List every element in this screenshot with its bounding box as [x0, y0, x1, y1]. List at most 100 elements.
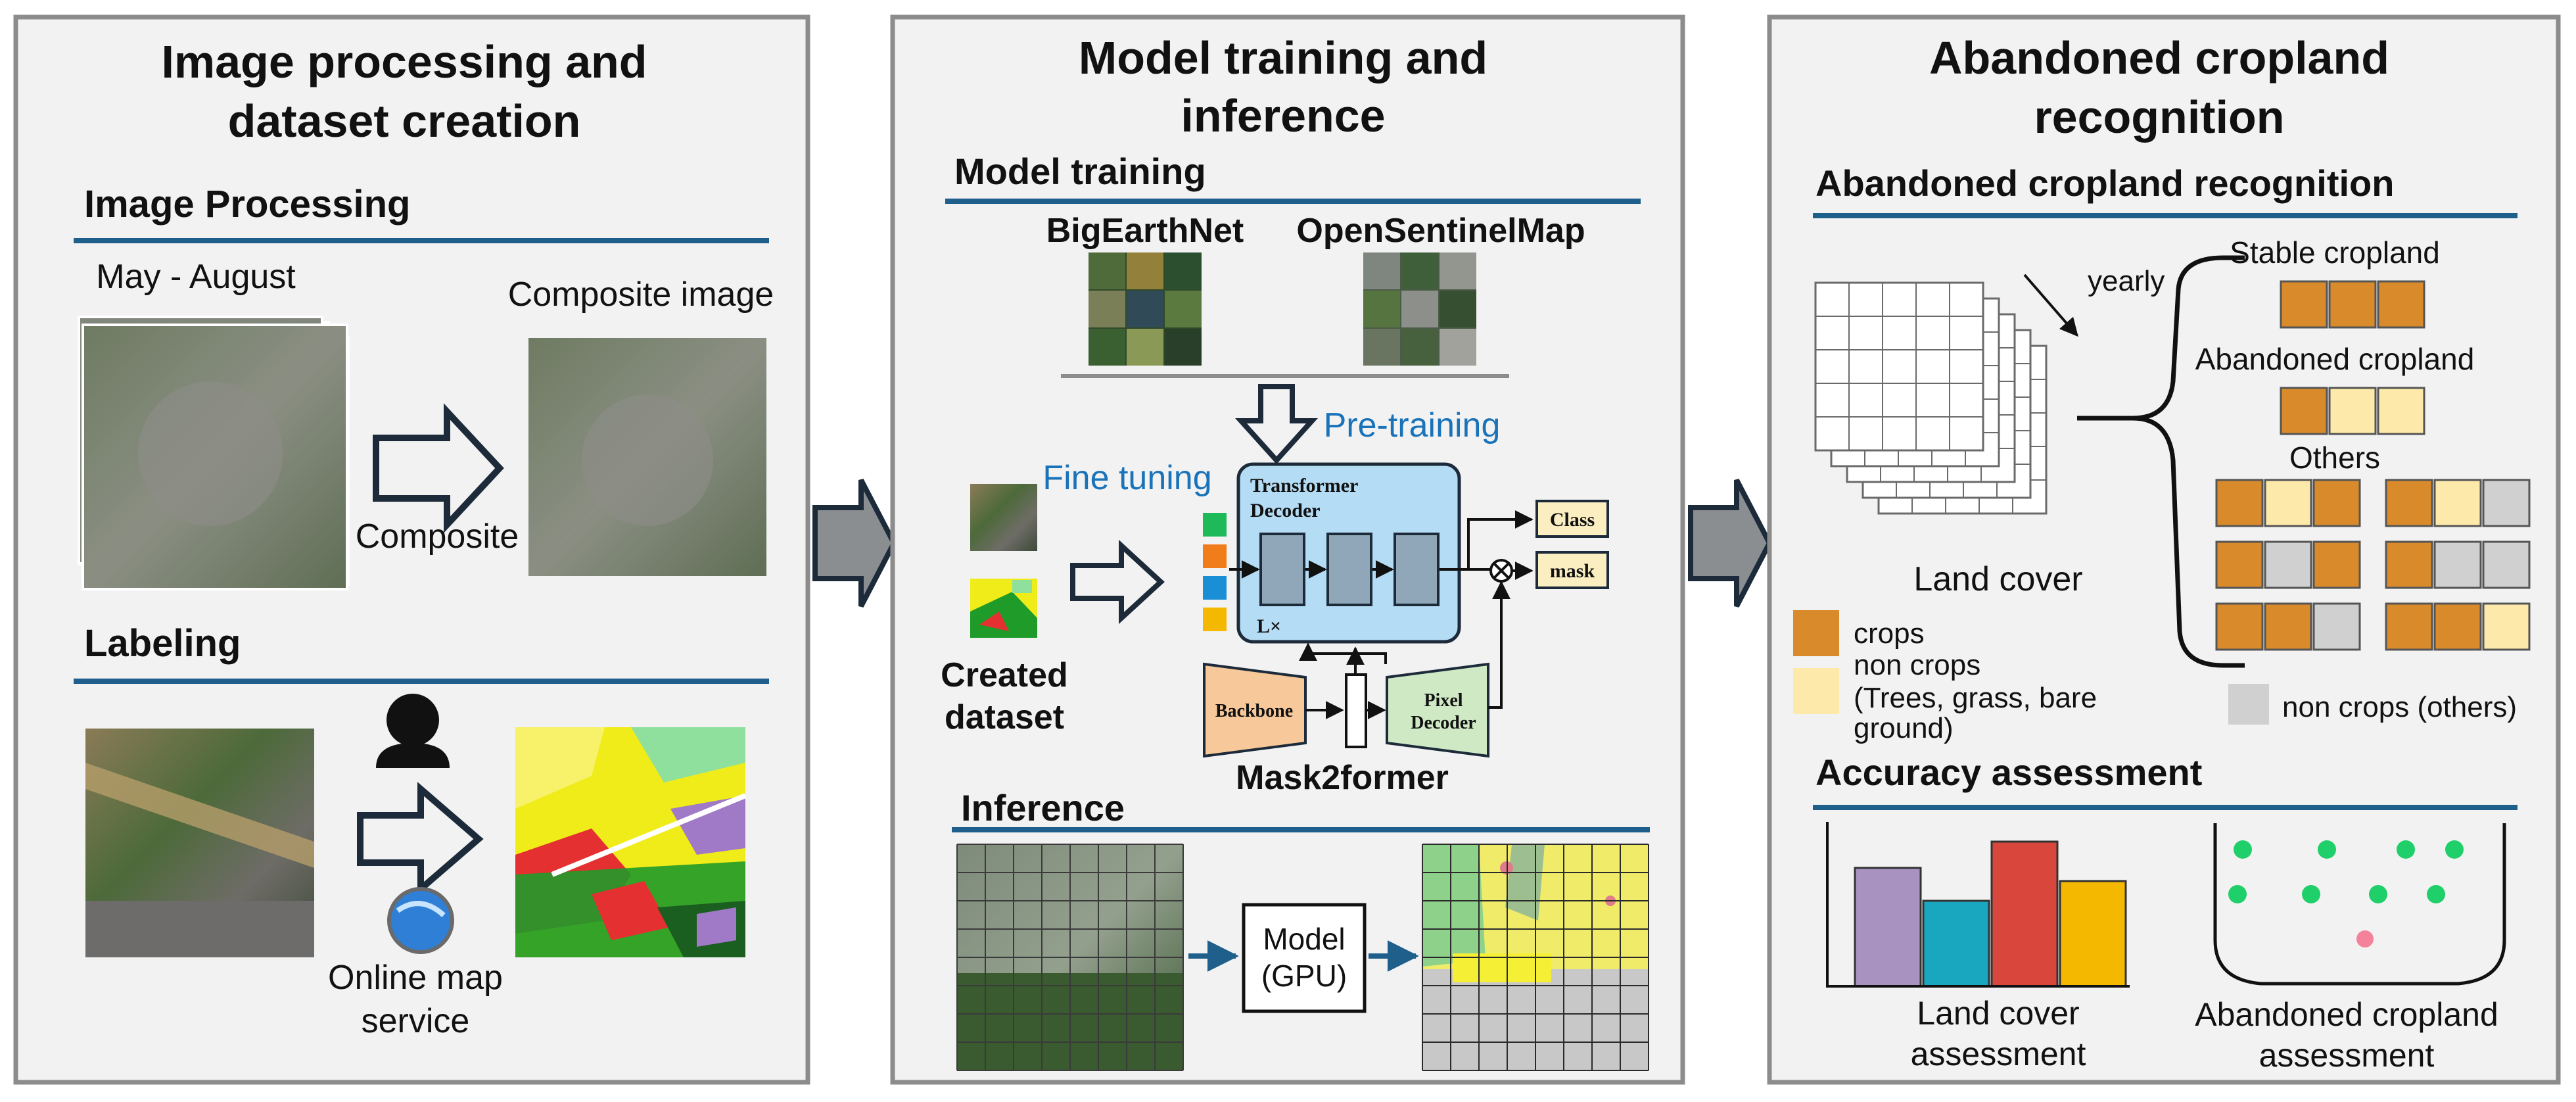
stable-label: Stable cropland: [2230, 235, 2440, 270]
pixel-decoder-label: Decoder: [1411, 713, 1476, 733]
image-stack: [78, 316, 350, 590]
dataset-label: BigEarthNet: [1046, 212, 1244, 250]
pixel-decoder-label: Pixel: [1424, 690, 1463, 711]
stable-sequence: [2280, 280, 2425, 329]
land-cover-layer: [1814, 281, 1984, 452]
lc-assessment-label: Land cover: [1917, 995, 2079, 1032]
layers-label: L×: [1257, 615, 1281, 637]
decoder-layer: [1393, 533, 1440, 606]
backbone-label: Backbone: [1215, 701, 1293, 721]
legend-noncrops: (Trees, grass, bare: [1854, 682, 2097, 714]
abandoned-sequence: [2280, 387, 2425, 435]
ab-assessment-label: assessment: [2259, 1037, 2435, 1074]
decoder-layer: [1326, 533, 1372, 606]
sequence-cell-others: [2433, 540, 2482, 589]
label-map-image: [515, 727, 747, 957]
decoder-label: Decoder: [1250, 500, 1321, 521]
ab-assessment-label: Abandoned cropland: [2195, 996, 2498, 1033]
sequence-cell-crops: [2215, 479, 2264, 527]
assessment-bowl: [2213, 823, 2506, 986]
legend-crops: crops: [1854, 617, 1925, 650]
accuracy-bar: [1922, 899, 1990, 988]
composite-image-label: Composite image: [508, 276, 774, 314]
person-icon: [376, 694, 450, 768]
sequence-cell-crops: [2215, 540, 2264, 589]
sequence-cell-non-crops: [2377, 387, 2425, 435]
panel-model-training: Model training and inference Model train…: [890, 14, 1685, 1085]
assessment-points: [2228, 840, 2464, 947]
section-heading: Model training: [954, 151, 1206, 192]
sequence-cell-others: [2264, 540, 2312, 589]
land-cover-label: Land cover: [1913, 560, 2082, 598]
class-output-box: [1535, 500, 1609, 538]
bigearthnet-thumbnails: [1089, 252, 1202, 366]
sequence-cell-crops: [2433, 602, 2482, 651]
pixel-decoder-block: [1386, 662, 1489, 758]
others-label: Others: [2289, 441, 2380, 475]
globe-icon: [387, 887, 454, 954]
flow-arrow: [1688, 479, 1773, 608]
inference-input-grid: [956, 844, 1184, 1071]
panel-title: recognition: [2034, 91, 2284, 143]
abandoned-label: Abandoned cropland: [2195, 342, 2475, 376]
class-label: Class: [1550, 509, 1595, 531]
model-gpu-label: Model: [1263, 922, 1345, 956]
others-sequences: [2215, 479, 2531, 651]
panel-title: Image processing and: [161, 36, 647, 87]
model-name-label: Mask2former: [1236, 759, 1449, 797]
legend-others: non crops (others): [2282, 691, 2517, 723]
date-range-label: May - August: [96, 258, 296, 296]
backbone-block: [1203, 662, 1307, 758]
chart-axes: [1826, 822, 2130, 988]
labeling-satellite-image: [85, 729, 314, 957]
sequence-cell-crops: [2328, 280, 2377, 329]
composite-arrow: [373, 403, 504, 533]
accuracy-bar: [1854, 867, 1922, 988]
land-cover-assessment-chart: [1854, 840, 2127, 988]
legend-others-swatch: [2228, 684, 2269, 725]
online-map-label: Online map: [328, 959, 503, 997]
sequence-cell-crops: [2312, 479, 2361, 527]
sequence-cell-non-crops: [2482, 602, 2531, 651]
composite-arrow-label: Composite: [356, 517, 519, 556]
mask-label: mask: [1550, 560, 1595, 582]
pretraining-label: Pre-training: [1324, 406, 1501, 444]
sequence-cell-crops: [2385, 540, 2433, 589]
feature-map: [1345, 673, 1367, 748]
panel-abandoned-recognition: Abandoned cropland recognition Abandoned…: [1767, 14, 2561, 1085]
section-heading: Labeling: [84, 622, 241, 665]
panel-title: dataset creation: [228, 95, 581, 147]
accuracy-bar: [2059, 880, 2127, 988]
lc-assessment-label: assessment: [1911, 1036, 2086, 1072]
online-map-label: service: [362, 1002, 470, 1040]
flow-arrow: [812, 479, 897, 608]
created-dataset-label: Created: [941, 656, 1068, 694]
sequence-cell-crops: [2385, 479, 2433, 527]
section-heading: Image Processing: [84, 183, 410, 226]
pretraining-arrow: [1235, 384, 1318, 464]
query-tokens: [1203, 513, 1227, 631]
sequence-cell-others: [2312, 602, 2361, 651]
sequence-cell-non-crops: [2264, 479, 2312, 527]
yearly-label: yearly: [2088, 265, 2165, 297]
labeling-arrow: [357, 782, 484, 896]
sequence-cell-crops: [2312, 540, 2361, 589]
fine-tuning-label: Fine tuning: [1042, 459, 1211, 497]
model-gpu-label: (GPU): [1261, 959, 1347, 993]
dataset-label: OpenSentinelMap: [1296, 212, 1585, 250]
decoder-layer: [1259, 533, 1305, 606]
legend-crops-swatch: [1793, 610, 1839, 656]
panel-title: Abandoned cropland: [1929, 32, 2389, 84]
legend-noncrops: non crops: [1854, 649, 1980, 681]
opensentinelmap-thumbnails: [1363, 252, 1476, 366]
accuracy-bar: [1990, 840, 2059, 988]
legend-noncrops-swatch: [1793, 668, 1839, 714]
created-sample-image: [970, 484, 1037, 551]
sequence-cell-non-crops: [2433, 479, 2482, 527]
model-gpu-box: [1242, 903, 1367, 1013]
sequence-cell-crops: [2264, 602, 2312, 651]
sequence-cell-non-crops: [2328, 387, 2377, 435]
created-dataset-label: dataset: [945, 698, 1064, 736]
